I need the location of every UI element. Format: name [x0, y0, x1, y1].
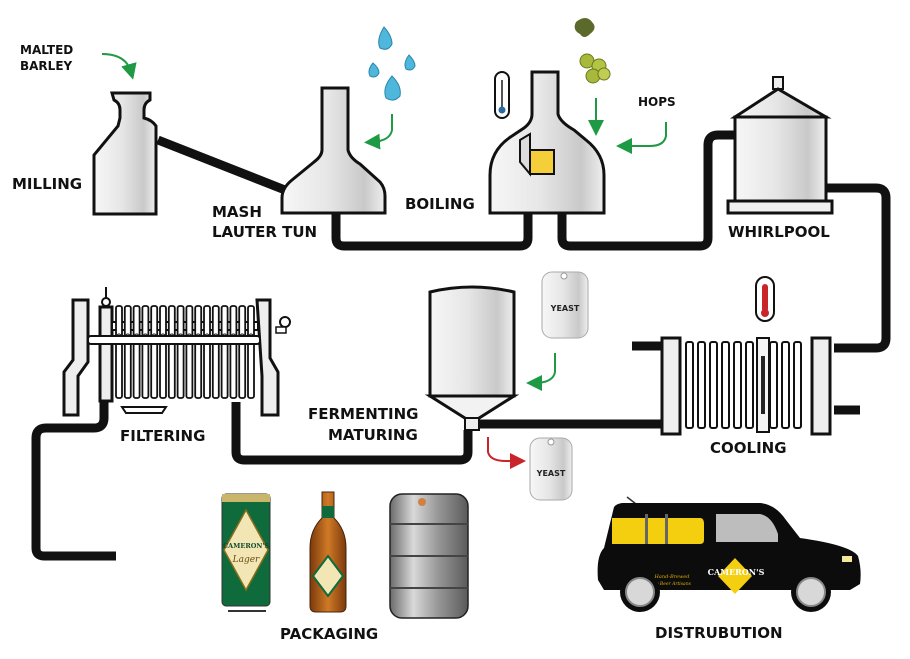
pipe-whirlpool-to-cooling — [826, 183, 891, 353]
packaging-icon: CAMERON'S Lager — [221, 491, 469, 619]
pipe-mill-to-mash — [156, 135, 287, 195]
label-boiling: BOILING — [405, 195, 475, 213]
fermenter-icon — [424, 285, 520, 431]
filter-plate — [194, 305, 203, 399]
label-filtering: FILTERING — [120, 427, 205, 445]
water-drops-icon — [368, 26, 416, 101]
label-malted-barley-2: BARLEY — [20, 59, 73, 73]
thermometer-cold-icon — [494, 71, 510, 119]
arrow-water-in — [364, 114, 393, 150]
filter-plate — [203, 305, 211, 399]
filter-plate — [176, 305, 185, 399]
boil-kettle-icon — [488, 70, 606, 215]
cooling-fin — [685, 341, 694, 429]
yeast-container-in-icon: YEAST — [541, 271, 589, 339]
van-tag-2: by Beer Artisans — [653, 581, 692, 587]
label-yeast-out: YEAST — [536, 469, 566, 478]
filter-plate — [115, 305, 123, 399]
can-sub: Lager — [232, 555, 260, 565]
filter-plate — [211, 305, 220, 399]
sight-glass-level — [761, 356, 765, 414]
filter-plate — [167, 305, 176, 399]
label-milling: MILLING — [12, 175, 82, 193]
cooling-fin — [721, 341, 730, 429]
filter-plate — [123, 305, 132, 399]
filter-plate — [132, 305, 141, 399]
mill-icon — [92, 91, 158, 216]
arrow-barley-in — [101, 53, 137, 80]
filter-plate — [159, 305, 167, 399]
pipe-mash-to-boil — [331, 214, 533, 251]
filter-press-icon — [62, 287, 291, 417]
label-malted-barley-1: MALTED — [20, 43, 73, 57]
cooling-fin — [769, 341, 778, 429]
label-mash-2: LAUTER TUN — [212, 223, 317, 241]
hops-icon — [574, 18, 611, 84]
pipe-filter-to-packaging — [31, 402, 116, 561]
pipes — [31, 130, 891, 561]
cooling-fin — [781, 341, 790, 429]
filter-plate — [185, 305, 194, 399]
delivery-van-icon: CAMERON'S Hand-Brewed by Beer Artisans — [597, 496, 861, 612]
arrow-yeast-out — [487, 437, 526, 469]
cooling-fin — [793, 341, 802, 429]
filter-plate — [229, 305, 238, 399]
filter-main-bar — [87, 335, 261, 345]
cooling-fin — [733, 341, 742, 429]
filter-rail — [111, 321, 259, 331]
cooling-fin — [745, 341, 754, 429]
label-packaging: PACKAGING — [280, 625, 378, 643]
arrow-yeast-in — [526, 353, 556, 391]
label-hops: HOPS — [638, 95, 676, 109]
label-fermenting-1: FERMENTING — [308, 405, 418, 423]
pipe-boil-to-whirlpool — [557, 130, 734, 251]
mash-tun-icon — [280, 86, 387, 215]
can-brand: CAMERON'S — [223, 542, 269, 550]
filter-plate — [238, 305, 247, 399]
label-mash-1: MASH — [212, 203, 262, 221]
whirlpool-tank-icon — [726, 76, 834, 215]
cooling-fin — [709, 341, 718, 429]
thermometer-hot-icon — [755, 276, 775, 322]
keg-icon — [389, 493, 469, 619]
filter-plate — [150, 305, 159, 399]
filter-plate — [141, 305, 150, 399]
arrow-hops-in — [616, 122, 667, 154]
heat-exchanger-icon — [660, 336, 832, 436]
label-whirlpool: WHIRLPOOL — [728, 223, 830, 241]
van-brand: CAMERON'S — [708, 567, 765, 577]
label-cooling: COOLING — [710, 439, 787, 457]
yeast-container-out-icon: YEAST — [529, 437, 573, 501]
van-tag-1: Hand-Brewed — [654, 574, 690, 580]
label-yeast-in: YEAST — [550, 304, 580, 313]
beer-bottle-icon — [309, 491, 347, 613]
cooling-fin — [697, 341, 706, 429]
label-distribution: DISTRUBUTION — [655, 624, 783, 642]
filter-plate — [247, 305, 255, 399]
filter-plate — [220, 305, 229, 399]
beer-can-icon: CAMERON'S Lager — [221, 493, 271, 612]
label-fermenting-2: MATURING — [328, 426, 418, 444]
pipe-fermenter-to-filter — [231, 402, 473, 465]
